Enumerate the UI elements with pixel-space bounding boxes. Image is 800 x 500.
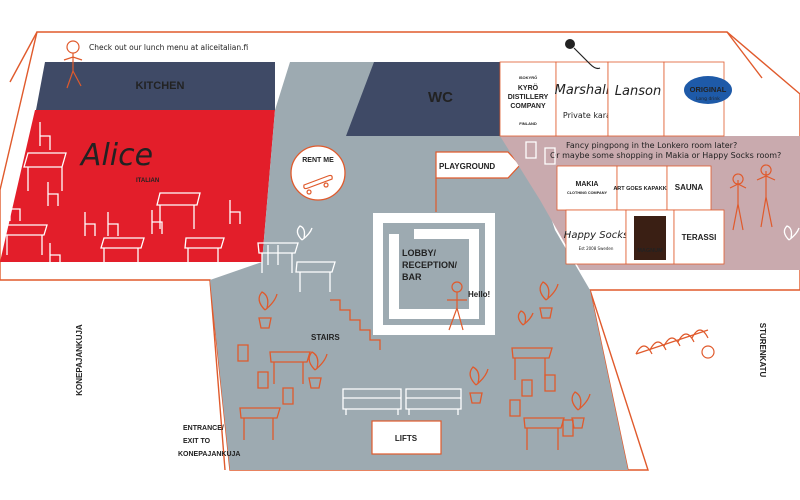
lifts[interactable]: LIFTS: [371, 420, 442, 455]
kitchen-zone: [36, 62, 275, 110]
lobby-furniture: [237, 225, 591, 450]
pingpong-line2: Or maybe some shopping in Makia or Happy…: [550, 151, 781, 160]
kyro-line2: DISTILLERY: [508, 94, 549, 101]
original-logo: ORIGINAL Long drink: [684, 76, 732, 104]
stairs-label: STAIRS: [311, 333, 340, 342]
entrance-label-3[interactable]: KONEPAJANKUJA: [178, 451, 241, 458]
terassi-label: TERASSI: [682, 233, 717, 242]
lobby-label-1: LOBBY/: [402, 248, 437, 258]
svg-text:MAGNUM: MAGNUM: [637, 248, 663, 254]
magnum-logo: MAGNUM: [634, 216, 666, 260]
artgoes-logo: ART GOES KAPAKKA: [613, 186, 670, 192]
lifts-label: LIFTS: [395, 434, 418, 443]
svg-text:ORIGINAL: ORIGINAL: [690, 85, 727, 94]
stairs[interactable]: STAIRS: [311, 299, 381, 350]
lobby-label-2: RECEPTION/: [402, 260, 458, 270]
kyro-line4: FINLAND: [519, 121, 537, 126]
private-karaoke-label: Private karaoke: [563, 111, 625, 120]
wc-label: WC: [428, 89, 453, 106]
microphone-icon: [565, 39, 601, 70]
street-right-label: STURENKATU: [758, 323, 767, 378]
happysocks-logo: Happy Socks: [564, 230, 628, 241]
restaurant-zone[interactable]: [0, 110, 275, 262]
original-sub: Long drink: [696, 96, 720, 102]
restaurant-furniture: [3, 122, 241, 268]
lounge-furniture: [525, 141, 800, 241]
lanson-logo: Lanson: [615, 84, 661, 99]
playground-sign[interactable]: PLAYGROUND: [435, 151, 521, 212]
skateboard-icon: [303, 174, 333, 195]
sauna-label: SAUNA: [675, 183, 704, 192]
restaurant-logo: Alice: [79, 138, 153, 173]
entrance-label-2: EXIT TO: [183, 438, 211, 445]
wc-zone[interactable]: [346, 62, 500, 136]
chef-figure-icon: [63, 40, 83, 89]
makia-logo: MAKIA: [576, 181, 599, 188]
lobby-label-3: BAR: [402, 272, 422, 282]
street-left-label: KONEPAJANKUJA: [75, 324, 84, 396]
sponsor-row-top: ISOKYRÖ KYRÖ DISTILLERY COMPANY FINLAND …: [499, 39, 732, 137]
kyro-line1: KYRÖ: [518, 83, 539, 92]
kyro-line3: COMPANY: [510, 103, 546, 110]
receptionist-figure-icon: [447, 281, 467, 331]
restaurant-subtitle: ITALIAN: [136, 178, 159, 184]
rent-me-label: RENT ME: [302, 157, 334, 164]
playground-label: PLAYGROUND: [439, 162, 495, 171]
happysocks-sub: Est 2008 Sweden: [579, 246, 614, 251]
room-grid: MAKIA CLOTHING COMPANY ART GOES KAPAKKA …: [556, 165, 725, 265]
kitchen-label: KITCHEN: [136, 80, 185, 92]
makia-sub: CLOTHING COMPANY: [567, 191, 607, 195]
lobby-bar[interactable]: LOBBY/ RECEPTION/ BAR Hello!: [373, 213, 495, 335]
lunch-note[interactable]: Check out our lunch menu at aliceitalian…: [89, 43, 249, 52]
rent-me-circle[interactable]: RENT ME: [290, 145, 346, 201]
entrance-label-1: ENTRANCE/: [183, 425, 224, 432]
hello-label: Hello!: [468, 290, 490, 299]
marshall-logo: Marshall: [555, 83, 610, 98]
kyro-line0: ISOKYRÖ: [519, 75, 537, 80]
bike-rack-icon: [635, 329, 715, 359]
pingpong-line1: Fancy pingpong in the Lonkero room later…: [566, 141, 737, 150]
